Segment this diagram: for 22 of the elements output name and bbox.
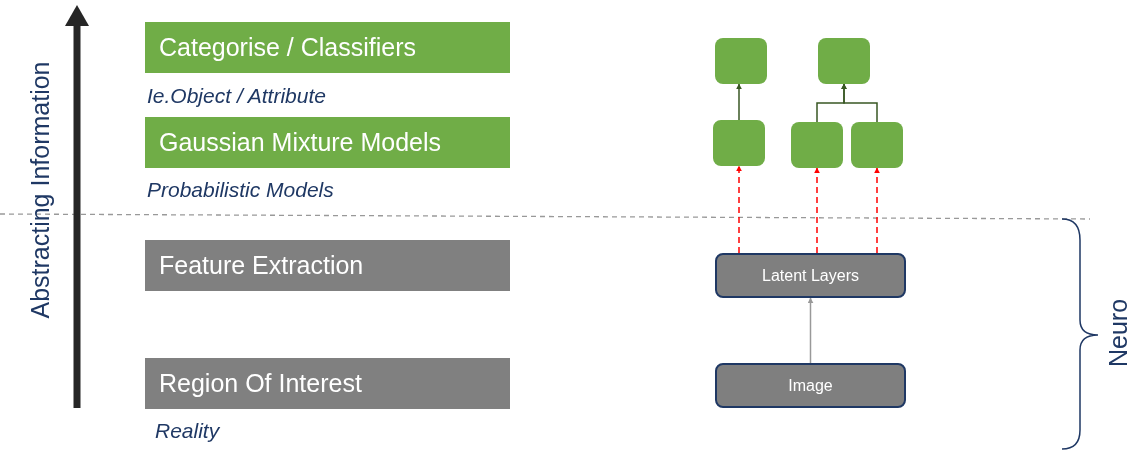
arrow [736,83,742,121]
layer-band: Categorise / Classifiers [145,22,510,73]
axis-title: Abstracting Information [25,61,55,319]
caption-text: Probabilistic Models [147,178,334,202]
rounded-box [715,38,767,84]
caption-text: Ie.Object / Attribute [147,84,326,108]
arrow [814,167,820,254]
arrow [736,165,742,254]
rounded-box [791,122,843,168]
arrow [841,83,878,123]
layer-band: Gaussian Mixture Models [145,117,510,168]
caption-text: Reality [155,419,220,443]
arrow [807,297,814,364]
process-box: Image [715,363,906,408]
arrow [874,167,880,254]
rounded-box [713,120,765,166]
layer-band: Region Of Interest [145,358,510,409]
group-label: Neuro [1103,298,1133,368]
rounded-box [818,38,870,84]
layer-band: Feature Extraction [145,240,510,291]
rounded-box [851,122,903,168]
process-box: Latent Layers [715,253,906,298]
